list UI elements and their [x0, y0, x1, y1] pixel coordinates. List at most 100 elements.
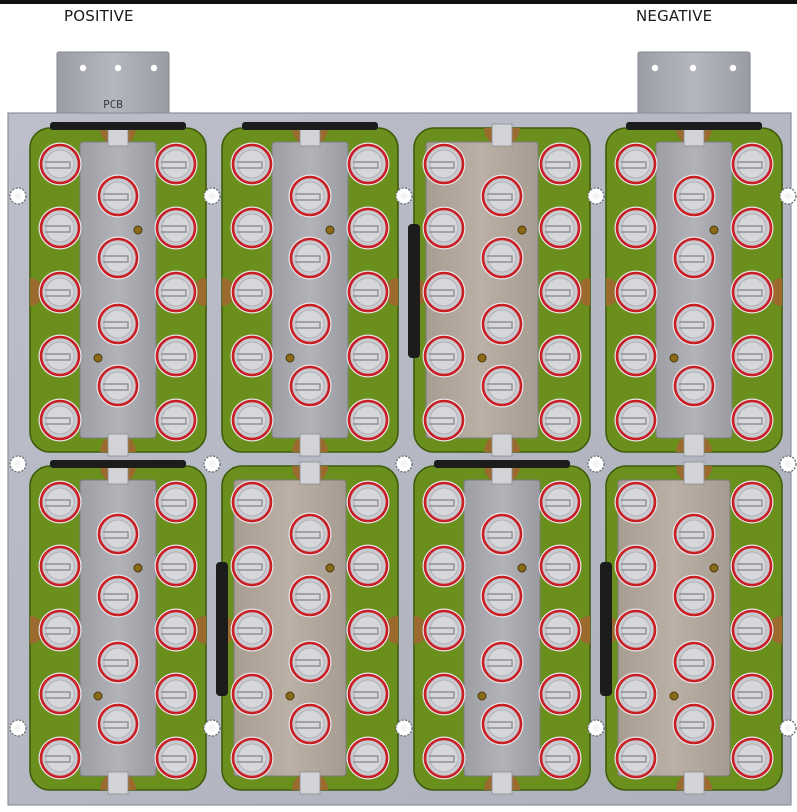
cell-icon — [614, 206, 658, 250]
cell-icon — [154, 206, 198, 250]
positive-terminal-label: POSITIVE — [64, 7, 134, 25]
cell-icon — [422, 672, 466, 716]
cell-icon — [96, 574, 140, 618]
cell-icon — [730, 270, 774, 314]
cell-icon — [38, 334, 82, 378]
cell-icon — [38, 672, 82, 716]
cell-icon — [154, 334, 198, 378]
cell-icon — [614, 480, 658, 524]
cell-icon — [154, 608, 198, 652]
cell-icon — [730, 480, 774, 524]
cell-icon — [96, 236, 140, 280]
cell-icon — [422, 334, 466, 378]
mounting-hole-icon — [203, 719, 221, 737]
cell-icon — [480, 364, 524, 408]
cell-icon — [614, 608, 658, 652]
cell-icon — [288, 236, 332, 280]
cell-icon — [230, 608, 274, 652]
cell-icon — [154, 270, 198, 314]
cell-icon — [288, 302, 332, 346]
cell-icon — [230, 206, 274, 250]
cell-icon — [422, 608, 466, 652]
cell-icon — [614, 544, 658, 588]
cell-icon — [730, 142, 774, 186]
cell-icon — [614, 736, 658, 780]
cell-icon — [422, 736, 466, 780]
cell-icon — [538, 334, 582, 378]
cell-icon — [346, 608, 390, 652]
cell-icon — [614, 270, 658, 314]
cell-icon — [230, 142, 274, 186]
cell-icon — [346, 544, 390, 588]
cell-icon — [38, 608, 82, 652]
cell-icon — [730, 608, 774, 652]
cell-icon — [538, 736, 582, 780]
mounting-hole-icon — [779, 187, 797, 205]
cell-icon — [38, 270, 82, 314]
mounting-hole-icon — [587, 187, 605, 205]
cell-icon — [346, 480, 390, 524]
mounting-hole-icon — [9, 719, 27, 737]
cell-icon — [38, 206, 82, 250]
cell-icon — [346, 672, 390, 716]
cell-icon — [422, 270, 466, 314]
mounting-hole-icon — [9, 455, 27, 473]
cell-icon — [672, 574, 716, 618]
cell-modules — [29, 122, 783, 795]
cell-icon — [96, 302, 140, 346]
cell-icon — [480, 174, 524, 218]
cell-icon — [230, 480, 274, 524]
cell-icon — [154, 544, 198, 588]
cell-icon — [154, 142, 198, 186]
cell-icon — [614, 398, 658, 442]
top-border — [0, 0, 797, 4]
cell-icon — [288, 574, 332, 618]
cell-icon — [288, 640, 332, 684]
cell-icon — [96, 640, 140, 684]
cell-icon — [538, 206, 582, 250]
cell-icon — [288, 174, 332, 218]
cell-icon — [538, 142, 582, 186]
cell-icon — [96, 512, 140, 556]
mounting-hole-icon — [779, 455, 797, 473]
cell-icon — [230, 736, 274, 780]
cell-icon — [538, 480, 582, 524]
cell-icon — [230, 544, 274, 588]
mounting-hole-icon — [587, 719, 605, 737]
cell-module — [408, 123, 591, 457]
cell-icon — [38, 544, 82, 588]
cell-icon — [154, 672, 198, 716]
mounting-hole-icon — [395, 187, 413, 205]
mounting-hole-icon — [9, 187, 27, 205]
cell-icon — [538, 270, 582, 314]
cell-icon — [230, 672, 274, 716]
cell-icon — [346, 270, 390, 314]
cell-icon — [288, 512, 332, 556]
cell-icon — [672, 512, 716, 556]
cell-icon — [346, 334, 390, 378]
cell-icon — [346, 736, 390, 780]
cell-icon — [672, 236, 716, 280]
cell-icon — [480, 702, 524, 746]
cell-icon — [422, 142, 466, 186]
cell-icon — [422, 398, 466, 442]
cell-icon — [38, 142, 82, 186]
cell-icon — [288, 702, 332, 746]
mounting-hole-icon — [395, 455, 413, 473]
cell-icon — [154, 398, 198, 442]
cell-icon — [38, 398, 82, 442]
cell-icon — [730, 206, 774, 250]
cell-icon — [96, 364, 140, 408]
mounting-hole-icon — [203, 455, 221, 473]
cell-icon — [422, 206, 466, 250]
cell-icon — [38, 480, 82, 524]
cell-icon — [730, 672, 774, 716]
cell-icon — [614, 672, 658, 716]
cell-icon — [154, 736, 198, 780]
mounting-hole-icon — [395, 719, 413, 737]
cell-icon — [538, 672, 582, 716]
cell-icon — [346, 206, 390, 250]
cell-icon — [422, 480, 466, 524]
cell-icon — [614, 334, 658, 378]
cell-icon — [154, 480, 198, 524]
